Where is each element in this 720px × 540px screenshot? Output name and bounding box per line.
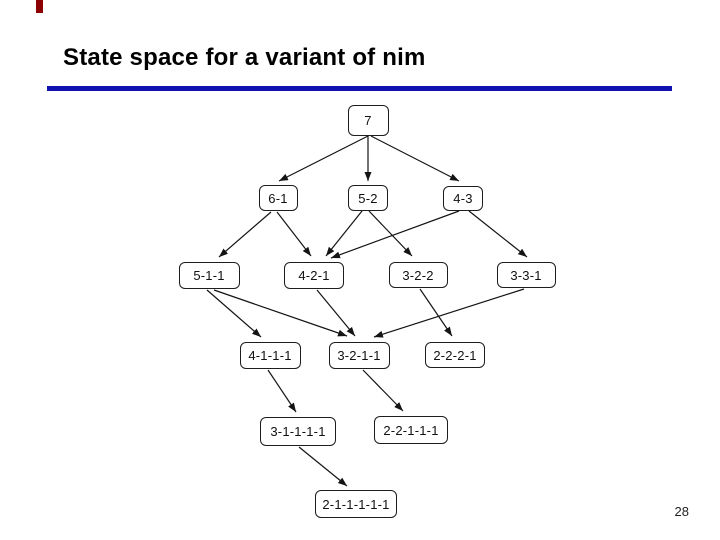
edge-5-1-1-to-4-1-1-1 xyxy=(206,289,262,338)
node-4-1-1-1: 4-1-1-1 xyxy=(239,341,301,369)
edge-5-2-to-3-2-2 xyxy=(368,210,413,257)
edge-5-2-to-4-2-1 xyxy=(325,210,363,257)
edge-6-1-to-4-2-1 xyxy=(276,211,312,257)
edge-4-3-to-4-2-1 xyxy=(330,210,460,259)
edge-3-2-2-to-2-2-2-1 xyxy=(419,288,453,337)
node-5-2: 5-2 xyxy=(348,185,388,211)
node-4-3: 4-3 xyxy=(443,185,483,211)
slide-title: State space for a variant of nim xyxy=(63,44,426,71)
red-corner-marker xyxy=(36,0,43,13)
edge-6-1-to-5-1-1 xyxy=(218,211,272,258)
node-6-1: 6-1 xyxy=(258,185,298,211)
node-3-2-2: 3-2-2 xyxy=(388,262,448,288)
edge-7-to-6-1 xyxy=(278,135,369,182)
page-number: 28 xyxy=(674,504,689,519)
node-5-1-1: 5-1-1 xyxy=(178,261,240,289)
edge-3-2-1-1-to-2-2-1-1-1 xyxy=(362,369,404,412)
node-2-2-2-1: 2-2-2-1 xyxy=(425,342,485,368)
node-4-2-1: 4-2-1 xyxy=(284,261,344,289)
node-3-2-1-1: 3-2-1-1 xyxy=(328,341,390,369)
node-2-2-1-1-1: 2-2-1-1-1 xyxy=(374,416,448,444)
edge-4-3-to-3-3-1 xyxy=(468,210,528,258)
node-3-3-1: 3-3-1 xyxy=(496,262,556,288)
edge-4-1-1-1-to-3-1-1-1-1 xyxy=(267,369,297,413)
node-2-1-1-1-1-1: 2-1-1-1-1-1 xyxy=(315,490,397,518)
edge-4-2-1-to-3-2-1-1 xyxy=(316,289,356,337)
edge-3-1-1-1-1-to-2-1-1-1-1-1 xyxy=(298,446,348,487)
edge-5-1-1-to-3-2-1-1 xyxy=(213,289,348,337)
edge-3-3-1-to-3-2-1-1 xyxy=(373,288,525,338)
title-underline-rule xyxy=(47,86,672,91)
edge-7-to-4-3 xyxy=(370,135,460,182)
node-3-1-1-1-1: 3-1-1-1-1 xyxy=(260,416,336,446)
node-7: 7 xyxy=(347,104,389,136)
